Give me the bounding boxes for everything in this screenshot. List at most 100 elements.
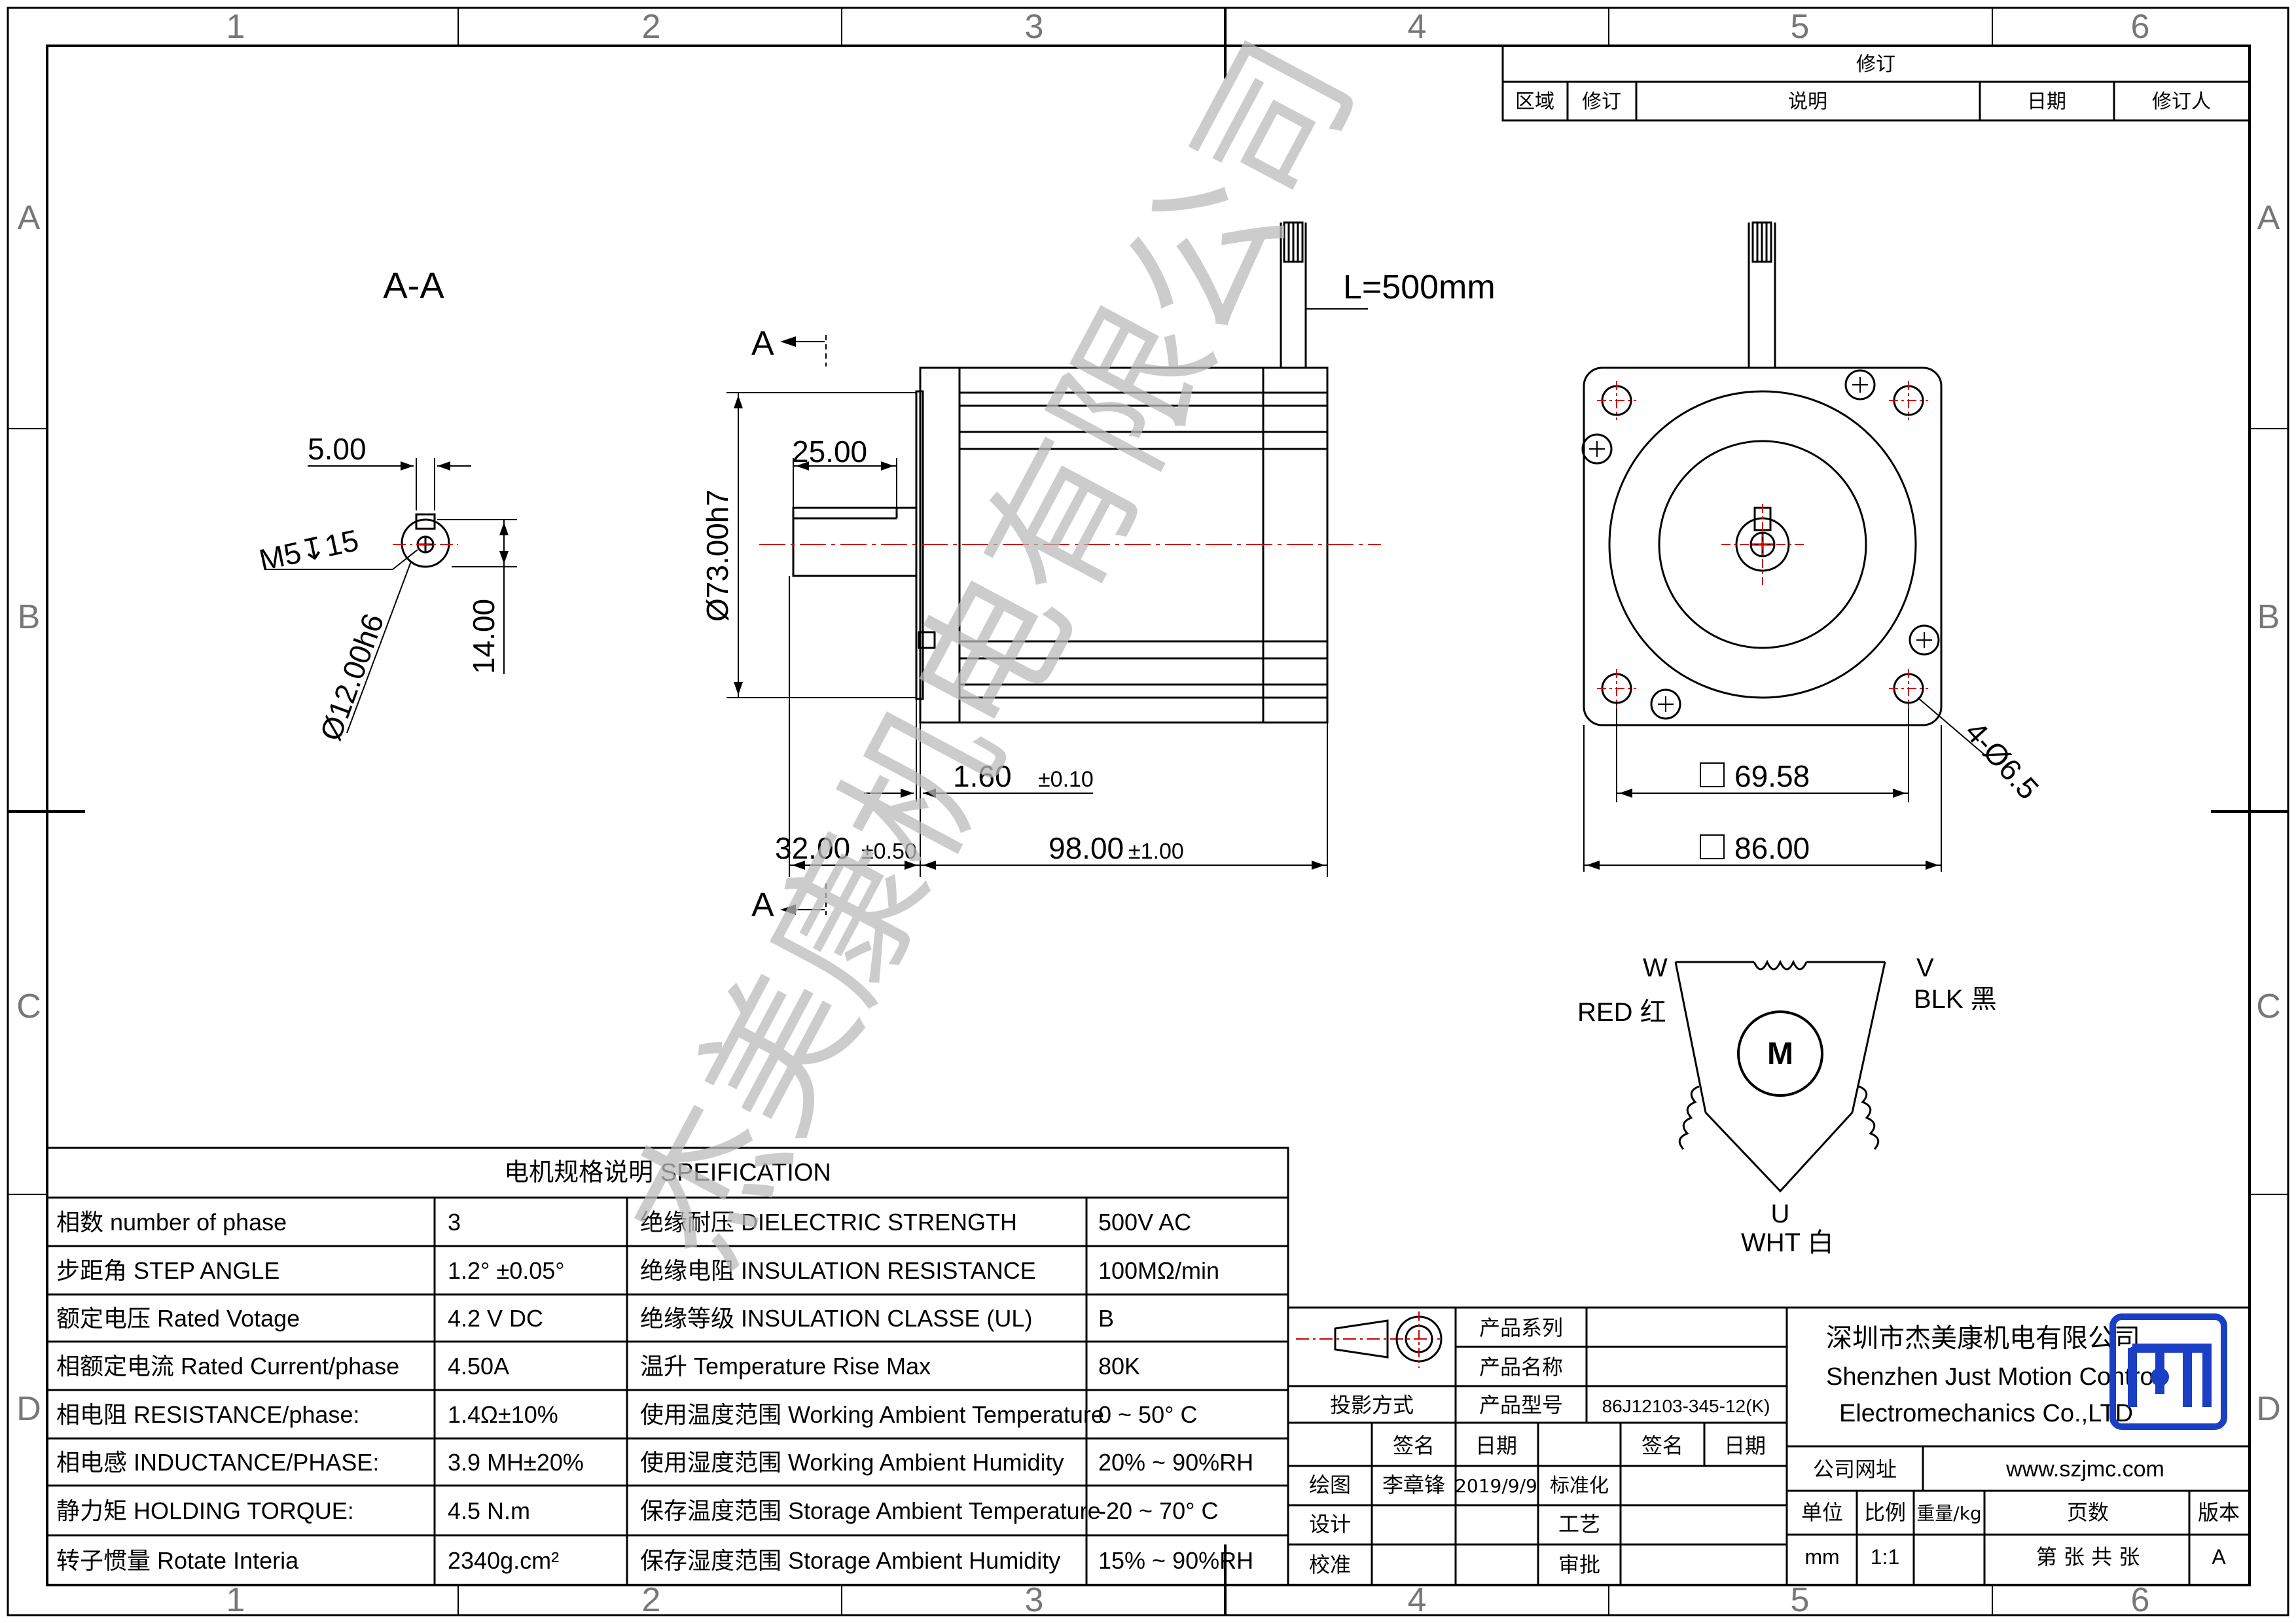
spec-value: 1.2° ±0.05° (448, 1257, 565, 1284)
label-design: 设计 (1309, 1512, 1351, 1537)
wiring-diagram: M W RED 红 V BLK 黑 U WHT 白 (1577, 954, 1997, 1257)
spec-value: 4.5 N.m (448, 1497, 530, 1524)
spec-label: 保存温度范围 Storage Ambient Temperature (640, 1497, 1101, 1524)
company-name-en-1: Shenzhen Just Motion Control (1826, 1363, 2159, 1391)
label-product-name: 产品名称 (1479, 1355, 1563, 1380)
zone-row-label: A (18, 199, 41, 237)
zone-col-label: 2 (642, 1581, 661, 1619)
dim-body-diameter: Ø73.00h7 (700, 490, 734, 622)
spec-value: 4.50A (448, 1353, 509, 1380)
revision-col-date: 日期 (2027, 90, 2066, 113)
zone-row-label: C (16, 988, 41, 1026)
zone-col-label: 1 (226, 1581, 245, 1619)
title-block: 投影方式 产品系列 产品名称 产品型号 86J12103-345-12(K) 签… (1287, 1306, 2251, 1586)
phase-w-color: RED 红 (1577, 998, 1666, 1027)
zone-row-label: B (18, 598, 41, 636)
spec-value: 0 ~ 50° C (1098, 1401, 1198, 1428)
zone-row-label: D (16, 1390, 41, 1428)
dim-key-depth: 14.00 (467, 599, 501, 674)
version-value: A (2212, 1545, 2226, 1569)
zone-col-label: 3 (1025, 1581, 1044, 1619)
section-marker-top: A (751, 325, 774, 363)
spec-value: 1.4Ω±10% (448, 1401, 558, 1428)
spec-label: 温升 Temperature Rise Max (640, 1353, 931, 1380)
dim-hole-spacing: 69.58 (1734, 759, 1810, 793)
shaft-section-circle (401, 518, 450, 568)
motor-symbol (1737, 1010, 1823, 1097)
zone-col-label: 3 (1025, 8, 1044, 46)
zone-col-label: 2 (642, 8, 661, 46)
spec-label: 静力矩 HOLDING TORQUE: (56, 1497, 354, 1524)
section-marker-bottom: A (751, 886, 774, 924)
label-signature: 签名 (1393, 1433, 1435, 1458)
company-watermark: 杰美康机电有限公司 (598, 15, 1388, 1293)
phase-u-label: U (1771, 1200, 1790, 1228)
drawn-date: 2019/9/9 (1455, 1475, 1537, 1497)
label-drawn: 绘图 (1309, 1472, 1351, 1497)
label-approve: 审批 (1558, 1552, 1600, 1577)
spec-value: 100MΩ/min (1098, 1257, 1219, 1284)
drawn-by: 李章锋 (1382, 1472, 1445, 1497)
spec-value: 15% ~ 90%RH (1098, 1547, 1253, 1574)
spec-label: 绝缘电阻 INSULATION RESISTANCE (640, 1257, 1036, 1284)
label-version: 版本 (2198, 1500, 2240, 1525)
label-model: 产品型号 (1479, 1393, 1563, 1418)
phase-u-color: WHT 白 (1741, 1228, 1833, 1257)
label-website: 公司网址 (1813, 1457, 1897, 1482)
spec-label: 相电阻 RESISTANCE/phase: (56, 1401, 359, 1428)
label-date-2: 日期 (1724, 1433, 1766, 1458)
spec-label: 转子惯量 Rotate Interia (56, 1547, 299, 1574)
spec-label: 绝缘等级 INSULATION CLASSE (UL) (640, 1305, 1032, 1332)
front-view: 69.58 86.00 4-Ø6.5 (1581, 221, 2046, 872)
motor-symbol-label: M (1767, 1037, 1793, 1071)
spec-label: 相数 number of phase (56, 1209, 287, 1236)
spec-table: 电机规格说明 SPEIFICATION 相数 number of phase 3 绝… (46, 1147, 1289, 1586)
spec-table-title: 电机规格说明 SPEIFICATION (504, 1159, 831, 1186)
spec-value: 3.9 MH±20% (448, 1449, 584, 1476)
spec-value: 2340g.cm² (448, 1547, 559, 1574)
spec-label: 使用温度范围 Working Ambient Temperature (640, 1401, 1104, 1428)
zone-labels: 1 2 3 4 5 6 1 2 3 4 5 6 A B C D A B C D (16, 8, 2281, 1619)
side-view: A A L=500mm Ø73.00h7 25.00 1.60 ±0.10 32… (700, 221, 1496, 924)
revision-col-desc: 说明 (1788, 90, 1827, 113)
spec-label: 额定电压 Rated Votage (56, 1305, 300, 1332)
zone-col-label: 6 (2131, 1581, 2150, 1619)
zone-row-label: B (2257, 598, 2280, 636)
revision-col-rev: 修订 (1582, 90, 1621, 113)
label-standard: 标准化 (1550, 1474, 1609, 1497)
dim-body-length: 98.00 (1049, 831, 1124, 865)
section-aa-title: A-A (383, 264, 444, 306)
spec-label: 保存湿度范围 Storage Ambient Humidity (640, 1547, 1060, 1574)
revision-col-reviser: 修订人 (2152, 90, 2211, 113)
spec-label: 相额定电流 Rated Current/phase (56, 1353, 399, 1380)
zone-row-label: A (2257, 199, 2280, 237)
phase-w-label: W (1643, 954, 1668, 982)
label-check: 校准 (1309, 1552, 1351, 1577)
label-scale: 比例 (1864, 1500, 1906, 1525)
zone-col-label: 6 (2131, 8, 2150, 46)
unit-value: mm (1804, 1545, 1839, 1569)
spec-value: 80K (1098, 1353, 1140, 1380)
label-weight: 重量/kg (1916, 1503, 1981, 1524)
spec-label: 相电感 INDUCTANCE/PHASE: (56, 1449, 379, 1476)
section-aa-view: A-A 5.00 M5↧15 14.00 Ø12.00h6 (256, 264, 517, 745)
dim-shaft-diameter: Ø12.00h6 (314, 609, 391, 745)
label-signature-2: 签名 (1641, 1433, 1683, 1458)
company-website: www.szjmc.com (2005, 1457, 2164, 1482)
zone-col-label: 1 (226, 8, 245, 46)
company-logo (2109, 1313, 2227, 1430)
cable-length: L=500mm (1343, 268, 1496, 306)
spec-value: 3 (448, 1209, 461, 1236)
dim-mounting-holes: 4-Ø6.5 (1959, 715, 2046, 806)
spec-value: B (1098, 1305, 1114, 1332)
dim-key-width: 5.00 (308, 432, 367, 466)
scale-value: 1:1 (1871, 1545, 1899, 1569)
zone-row-label: D (2256, 1390, 2281, 1428)
zone-col-label: 4 (1408, 8, 1427, 46)
label-date: 日期 (1475, 1433, 1517, 1458)
zone-col-label: 5 (1791, 8, 1810, 46)
spec-value: 4.2 V DC (448, 1305, 543, 1332)
dim-flange-thickness: 1.60 (953, 759, 1012, 793)
spec-label: 绝缘耐压 DIELECTRIC STRENGTH (640, 1209, 1017, 1236)
